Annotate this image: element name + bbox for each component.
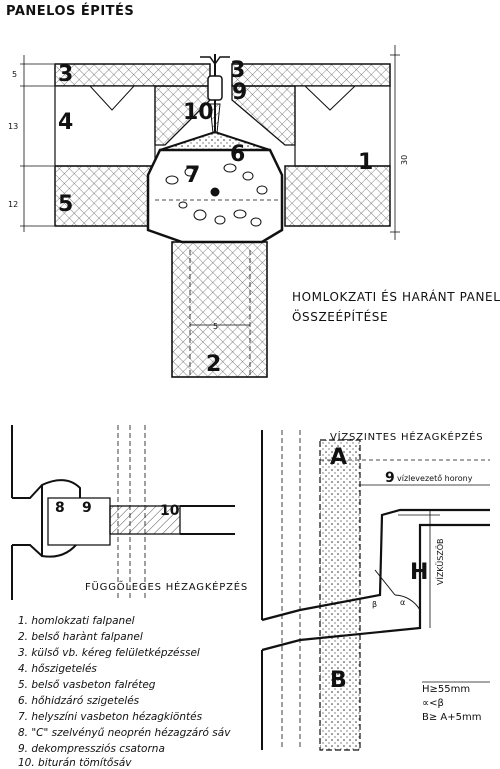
hj-label-A: A [330, 445, 348, 470]
label-3-left: 3 [58, 62, 74, 87]
legend-item-1: 1. homlokzati falpanel [18, 615, 135, 627]
dim-12: 12 [8, 200, 19, 209]
legend-item-10: 10. biturán tömítősáv [18, 757, 132, 769]
vj-label-9: 9 [82, 500, 92, 516]
top-detail [20, 45, 400, 378]
label-2: 2 [206, 352, 222, 377]
label-4: 4 [58, 110, 74, 135]
legend-item-9: 9. dekompressziós csatorna [18, 743, 165, 755]
label-6: 6 [230, 142, 246, 167]
hj-vizkuszob: VÍZKÜSZÖB [436, 538, 445, 585]
legend-item-7: 7. helyszíni vasbeton hézagkiöntés [18, 711, 203, 723]
vj-label-8: 8 [55, 500, 65, 516]
hj-label-H: H [410, 560, 429, 585]
hj-cond-3: B≥ A+5mm [422, 712, 482, 723]
legend-item-5: 5. belső vasbeton falréteg [18, 679, 156, 691]
label-1: 1 [358, 150, 374, 175]
vj-label-10: 10 [160, 503, 180, 519]
legend-item-4: 4. hőszigetelés [18, 663, 97, 675]
caption-line-2: ÖSSZEÉPÍTÉSE [292, 310, 389, 324]
hj-label-9: 9 [385, 470, 395, 486]
vj-caption: FÜGGŐLEGES HÉZAGKÉPZÉS [85, 582, 249, 593]
vertical-joint-detail [11, 425, 235, 600]
dim-30: 30 [400, 154, 409, 165]
label-3-right: 3 [230, 58, 246, 83]
hj-beta: β [372, 600, 378, 609]
page-title: PANELOS ÉPITÉS [6, 4, 135, 19]
legend-item-8: 8. "C" szelvényű neoprén hézagzáró sáv [18, 727, 231, 739]
legend-item-3: 3. külső vb. kéreg felületképzéssel [18, 647, 200, 659]
label-10: 10 [183, 100, 214, 125]
hj-drain-label: vízlevezető horony [397, 474, 473, 483]
hj-cond-1: H≥55mm [422, 684, 471, 695]
dim-13: 13 [8, 122, 19, 131]
horizontal-joint-detail [261, 430, 490, 751]
hj-caption: VÍZSZINTES HÉZAGKÉPZÉS [330, 432, 484, 443]
label-7: 7 [185, 163, 201, 188]
legend-item-2: 2. belső harànt falpanel [18, 631, 143, 643]
legend-item-6: 6. hőhidzáró szigetelés [18, 695, 140, 707]
hj-cond-2: ∝<β [422, 698, 444, 709]
dim-5: 5 [12, 70, 18, 79]
label-9: 9 [232, 80, 248, 105]
hj-alpha: α [400, 598, 406, 607]
dim-5-inner: 5 [213, 322, 219, 331]
caption-line-1: HOMLOKZATI ÉS HARÁNT PANEL [292, 290, 500, 304]
label-5: 5 [58, 192, 74, 217]
hj-label-B: B [330, 668, 347, 693]
